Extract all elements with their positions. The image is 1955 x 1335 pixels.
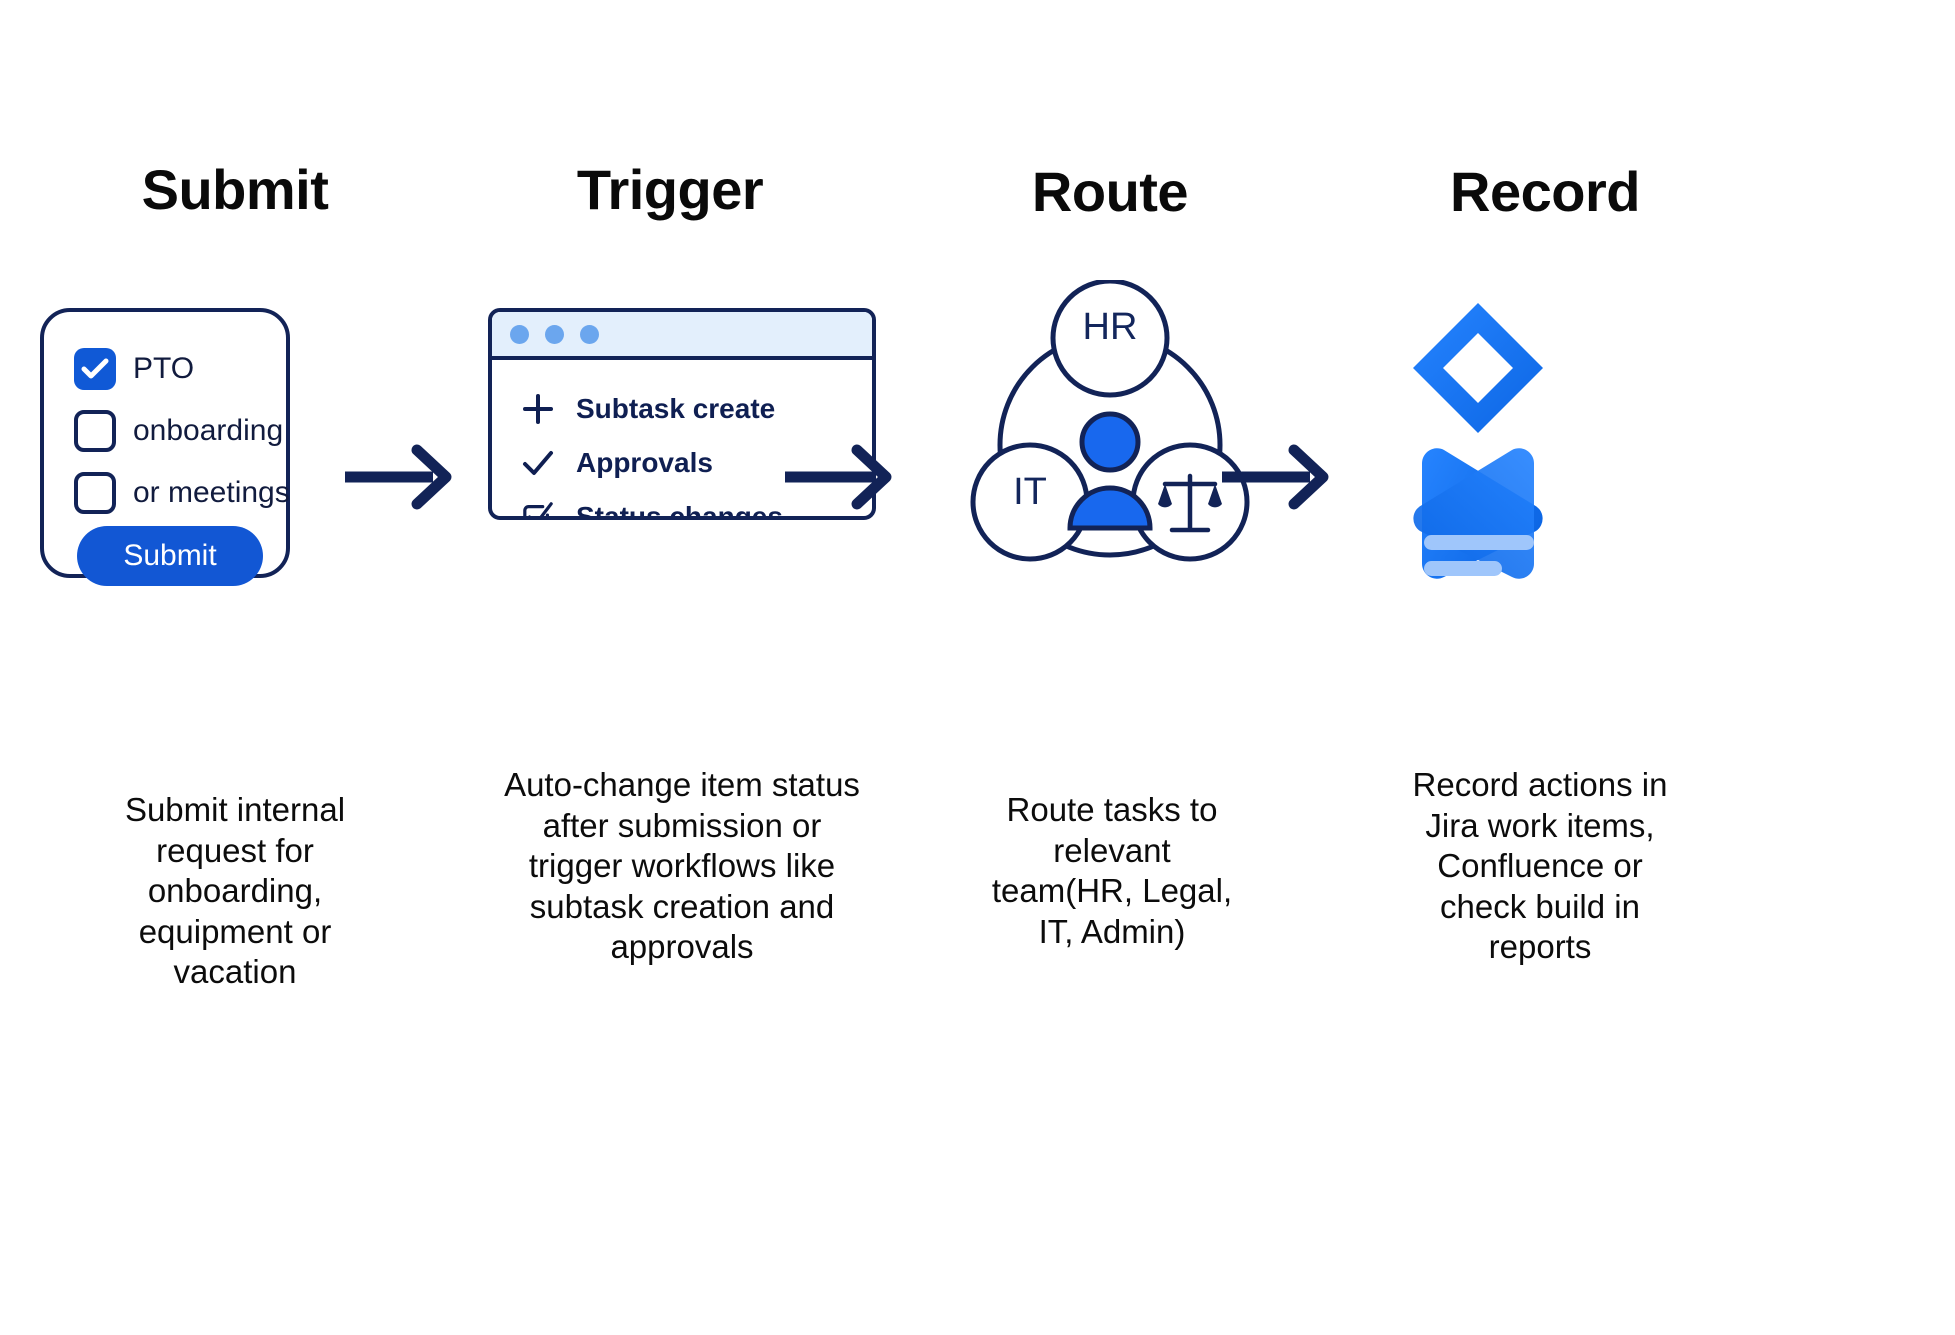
step-route-caption: Route tasks to relevant team(HR, Legal, … [991,791,1233,950]
step-trigger-caption: Auto-change item status after submission… [504,766,860,966]
step-record-heading: Record [1450,160,1640,223]
arrow-trigger-to-route [785,442,905,512]
step-submit: Submit PTO onboarding or meetings Submit [5,0,465,1100]
checkbox-onboarding-unchecked[interactable] [74,410,116,452]
step-route: Route [880,0,1340,1100]
record-logos [1410,285,1700,585]
submit-form-card: PTO onboarding or meetings Submit [40,308,290,586]
window-titlebar [492,312,872,360]
step-trigger: Trigger Subtask create [440,0,900,1100]
trigger-row-approvals[interactable]: Approvals [522,436,872,490]
checkbox-label-onboarding: onboarding [133,414,284,447]
trigger-label-approvals: Approvals [576,447,713,478]
arrow-route-to-record [1222,442,1342,512]
route-venn-graphic: HR IT [890,278,1330,580]
trigger-window: Subtask create Approvals [488,308,876,520]
plus-icon [522,393,554,425]
route-node-hr [1050,278,1170,398]
arrow-submit-to-trigger [345,442,465,512]
checkbox-row-pto[interactable]: PTO [74,348,194,390]
step-route-heading: Route [1031,160,1189,223]
trigger-label-status-changes: Status changes [576,501,783,520]
checkbox-checked-icon [522,501,554,516]
step-trigger-heading: Trigger [576,158,764,221]
step-submit-heading: Submit [141,158,329,221]
checkbox-pto-checked[interactable] [74,348,116,390]
checkbox-meetings-unchecked[interactable] [74,472,116,514]
checkbox-row-meetings[interactable]: or meetings [74,472,290,514]
check-icon [522,447,554,479]
checkbox-label-pto: PTO [133,352,195,385]
step-record-caption: Record actions in Jira work items, Confl… [1412,766,1668,966]
jira-logo [1413,303,1543,433]
window-dot-icon-2 [545,324,564,344]
route-label-hr: HR [1082,306,1138,348]
submit-button[interactable]: Submit [77,526,263,586]
checkbox-label-meetings: or meetings [133,476,290,509]
scales-icon [1158,473,1222,533]
trigger-list: Subtask create Approvals [492,360,872,520]
trigger-row-status-changes[interactable]: Status changes [522,490,872,520]
trigger-row-subtask-create[interactable]: Subtask create [522,382,872,436]
window-dot-icon-3 [580,324,599,344]
window-dot-icon-1 [510,324,529,344]
confluence-logo [1413,448,1543,579]
step-submit-caption: Submit internal request for onboarding, … [124,791,346,991]
person-icon [1067,411,1153,531]
checkbox-row-onboarding[interactable]: onboarding [74,410,283,452]
step-record: Record [1315,0,1775,1100]
report-bars [1424,535,1534,576]
route-label-it: IT [1013,471,1047,513]
trigger-label-subtask-create: Subtask create [576,393,776,424]
